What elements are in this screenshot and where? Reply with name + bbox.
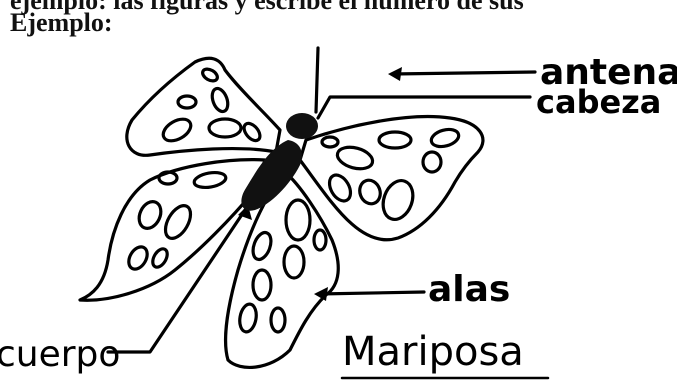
diagram-title: Mariposa (342, 332, 524, 372)
label-body: cuerpo (0, 337, 120, 373)
antenna-pointer (392, 72, 535, 74)
antenna-line (316, 48, 318, 112)
butterfly-head (286, 113, 318, 139)
lower-left-wing (80, 160, 265, 301)
label-head: cabeza (536, 86, 661, 118)
upper-right-wing (300, 117, 483, 240)
wings-pointer (318, 292, 424, 294)
antenna-arrowhead (388, 67, 402, 81)
label-wings: alas (428, 272, 510, 308)
head-pointer (318, 97, 530, 118)
